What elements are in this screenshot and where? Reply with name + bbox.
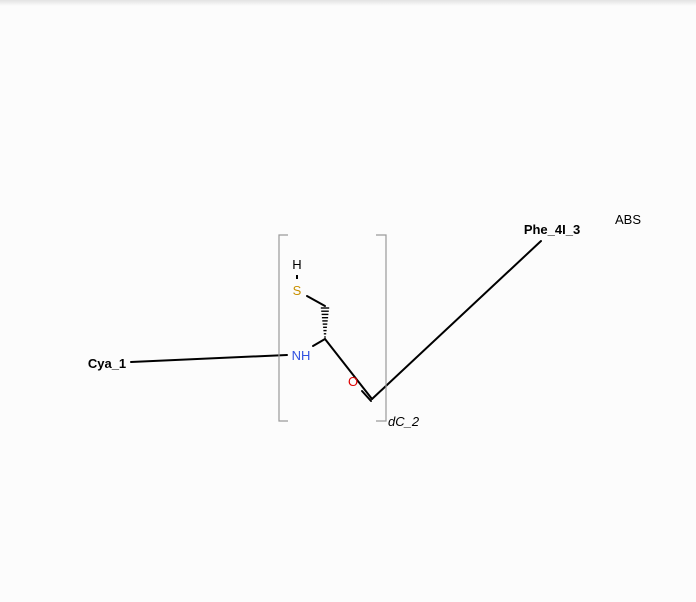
window-top-shadow — [0, 0, 696, 6]
bond-sulfur-to-hydrogen — [296, 275, 298, 279]
bond-cya-to-nh — [130, 354, 288, 363]
bonds — [130, 240, 542, 402]
double-bond-carbonyl-oxygen — [361, 390, 372, 402]
hydrogen-atom-label: H — [292, 257, 301, 272]
bond-alpha-carbon-to-carbonyl — [324, 338, 373, 400]
left-bracket — [278, 234, 288, 422]
residue-label-right: Phe_4I_3 — [524, 222, 580, 237]
bond-nh-to-alpha-carbon — [312, 338, 326, 347]
residue-label-left: Cya_1 — [88, 356, 126, 371]
chirality-flag: ABS — [615, 212, 641, 227]
amine-atom-label: NH — [292, 348, 311, 363]
oxygen-atom-label: O — [348, 374, 358, 389]
right-bracket — [376, 234, 387, 422]
sulfur-atom-label: S — [293, 283, 302, 298]
monomer-bracket-label: dC_2 — [388, 414, 420, 429]
bond-sulfur-to-ch2 — [306, 295, 326, 307]
polymer-brackets — [278, 234, 387, 422]
bond-carbonyl-to-phe — [371, 240, 542, 400]
stereo-hashed-wedge — [320, 307, 330, 338]
